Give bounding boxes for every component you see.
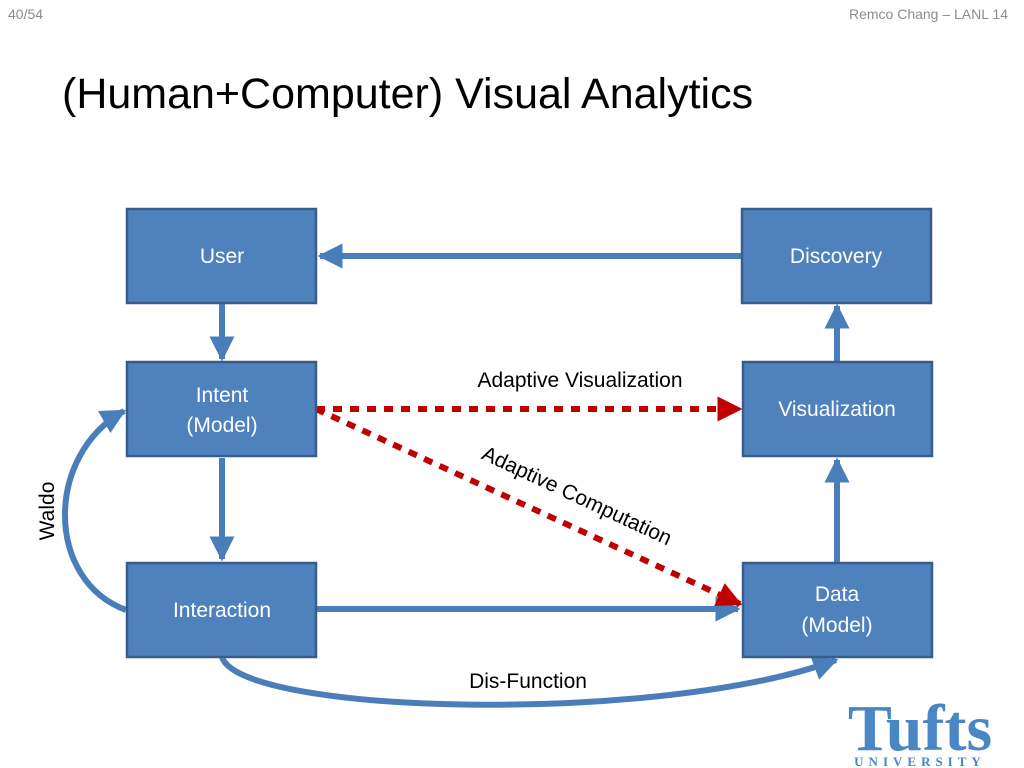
label-waldo: Waldo <box>36 482 59 541</box>
edge-dis-function-curve <box>219 655 839 708</box>
edge-adaptive-computation <box>314 406 743 607</box>
node-intent-label: Intent <box>196 384 249 407</box>
node-discovery-label: Discovery <box>790 245 883 268</box>
logo-subtitle: UNIVERSITY <box>854 754 986 768</box>
page-number: 40/54 <box>8 6 44 22</box>
node-discovery: Discovery <box>740 207 933 305</box>
author-credit: Remco Chang – LANL 14 <box>848 6 1008 22</box>
node-visualization-label: Visualization <box>778 398 896 421</box>
node-data-label: Data <box>815 583 860 606</box>
label-adaptive-visualization: Adaptive Visualization <box>477 369 682 392</box>
node-user-label: User <box>200 245 244 268</box>
edge-waldo-curve <box>62 408 128 613</box>
node-interaction-label: Interaction <box>173 599 271 622</box>
node-interaction: Interaction <box>125 561 318 659</box>
tufts-logo: Tufts UNIVERSITY <box>848 692 992 768</box>
label-dis-function: Dis-Function <box>469 670 587 693</box>
node-visualization: Visualization <box>741 360 934 458</box>
node-intent-sublabel: (Model) <box>186 414 257 437</box>
node-user: User <box>125 207 318 305</box>
node-data: Data (Model) <box>741 561 934 659</box>
node-data-sublabel: (Model) <box>801 614 872 637</box>
node-intent: Intent (Model) <box>125 360 318 458</box>
slide-title: (Human+Computer) Visual Analytics <box>62 70 754 118</box>
logo-wordmark: Tufts <box>848 692 992 765</box>
